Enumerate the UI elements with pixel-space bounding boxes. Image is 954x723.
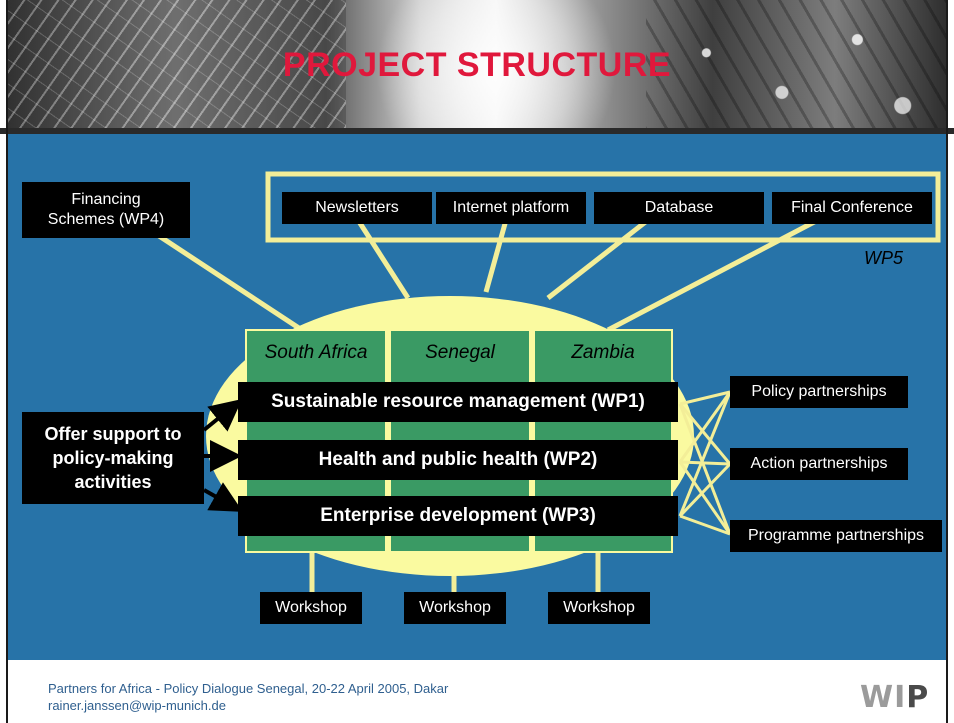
slide-border-right <box>946 0 948 723</box>
country-senegal: Senegal <box>425 342 495 363</box>
wip-logo: WIP <box>860 680 929 715</box>
final-conference-box: Final Conference <box>772 192 932 224</box>
diagram-area: Financing Schemes (WP4) Newsletters Inte… <box>8 134 946 660</box>
arrow-wp1-action <box>678 403 732 465</box>
connector-final-conference <box>606 217 820 333</box>
arrow-wp1-policy <box>679 390 731 406</box>
wp3-row: Enterprise development (WP3) <box>238 496 678 536</box>
workshop-box-2: Workshop <box>404 592 506 624</box>
country-zambia: Zambia <box>571 342 635 363</box>
logo-main: WI <box>860 680 907 715</box>
page-title: PROJECT STRUCTURE <box>282 46 672 84</box>
newsletters-box: Newsletters <box>282 192 432 224</box>
offer-line-1: Offer support to <box>44 424 182 444</box>
header-photo-banner <box>6 0 948 132</box>
connector-internet <box>483 219 509 293</box>
offer-arrows <box>202 398 243 512</box>
offer-line-3: activities <box>74 472 152 492</box>
database-box: Database <box>594 192 764 224</box>
arrow-to-wp3 <box>203 482 243 512</box>
financing-line-1: Financing <box>71 191 141 208</box>
financing-schemes-box: Financing Schemes (WP4) <box>22 182 190 238</box>
solar-panel-texture <box>6 0 346 132</box>
logo-accent: P <box>906 680 930 715</box>
banner-divider <box>0 128 954 134</box>
arrow-to-wp1 <box>202 398 243 432</box>
arrow-wp2-programme <box>678 461 732 535</box>
offer-support-box: Offer support to policy-making activitie… <box>22 412 204 504</box>
connector-database <box>546 218 650 300</box>
wp1-row: Sustainable resource management (WP1) <box>238 382 678 422</box>
footer-event: Partners for Africa - Policy Dialogue Se… <box>48 681 449 696</box>
arrow-wp3-action <box>678 462 732 518</box>
programme-partnerships-box: Programme partnerships <box>730 520 942 552</box>
country-south-africa: South Africa <box>264 342 368 363</box>
wp2-row: Health and public health (WP2) <box>238 440 678 480</box>
partnership-arrows <box>678 390 732 536</box>
policy-partnerships-box: Policy partnerships <box>730 376 908 408</box>
slide-border-left <box>6 0 8 723</box>
offer-line-2: policy-making <box>52 448 174 468</box>
water-droplets-image <box>646 0 948 132</box>
wp5-outline <box>265 171 941 243</box>
wind-turbine-image <box>366 0 626 132</box>
solar-panel-image <box>6 0 346 132</box>
internet-platform-box: Internet platform <box>436 192 586 224</box>
financing-line-2: Schemes (WP4) <box>47 211 165 228</box>
connector-newsletters <box>355 218 411 300</box>
workshop-box-3: Workshop <box>548 592 650 624</box>
connector-wp4 <box>148 227 310 337</box>
arrow-wp3-policy <box>678 391 732 517</box>
wp5-label: WP5 <box>864 248 904 268</box>
footer-email: rainer.janssen@wip-munich.de <box>48 698 226 713</box>
arrow-wp2-policy <box>678 391 732 463</box>
action-partnerships-box: Action partnerships <box>730 448 908 480</box>
arrow-wp2-action <box>679 460 731 466</box>
arrow-wp1-programme <box>678 403 732 535</box>
footer-text: Partners for Africa - Policy Dialogue Se… <box>48 680 448 714</box>
workshop-box-1: Workshop <box>260 592 362 624</box>
arrow-wp3-programme <box>679 514 731 536</box>
footer <box>8 660 946 723</box>
